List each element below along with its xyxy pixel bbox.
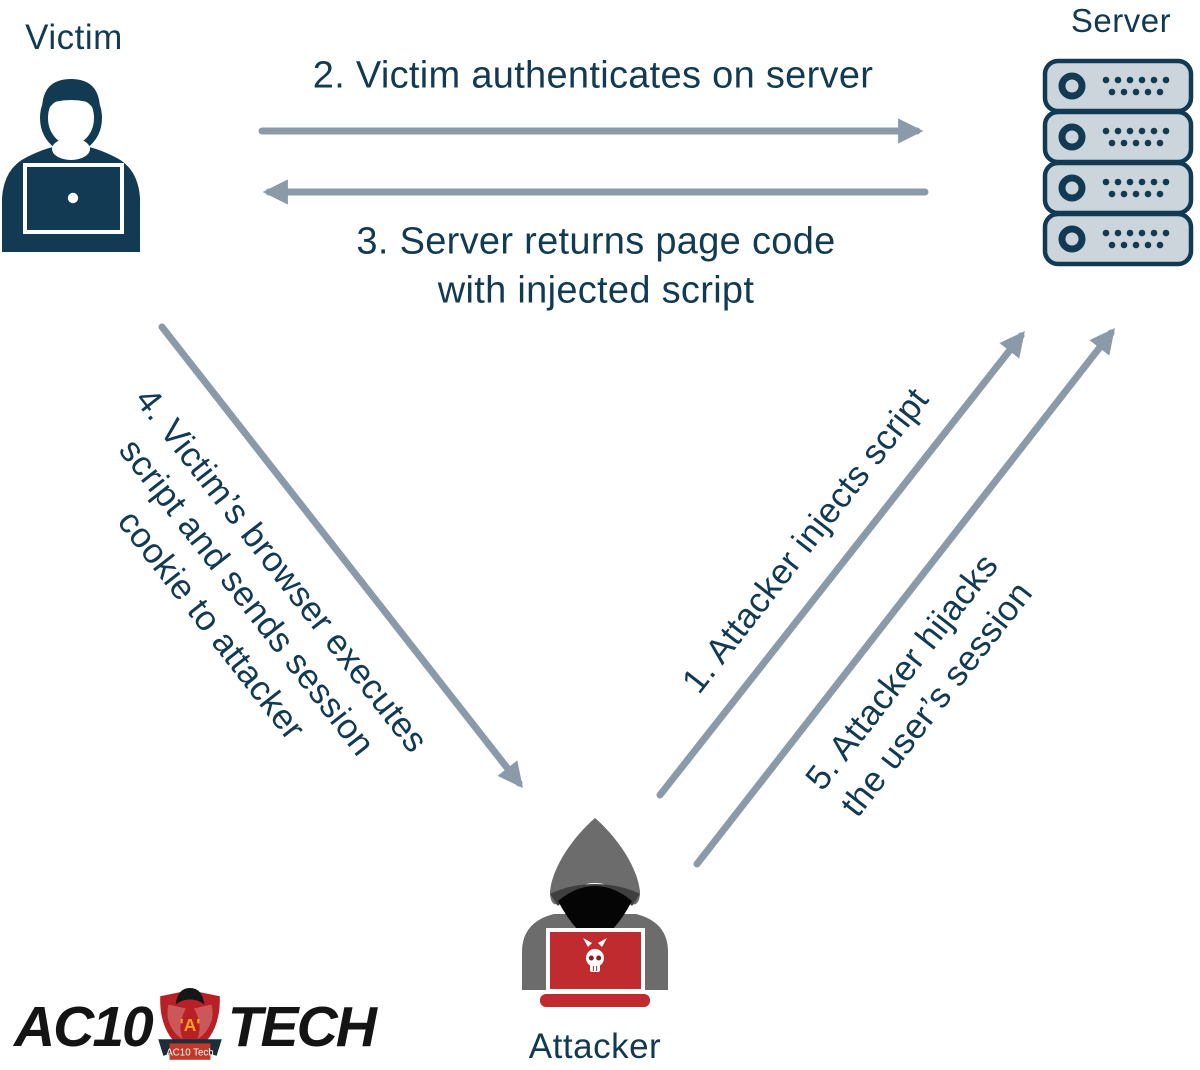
- devil-skull-icon: [583, 938, 607, 972]
- server-label: Server: [1070, 2, 1172, 39]
- step3-line2: with injected script: [437, 269, 755, 311]
- arrow-step4-victim-to-attacker: [158, 323, 523, 788]
- step3-label: 3. Server returns page code with injecte…: [356, 217, 835, 314]
- step2-label: 2. Victim authenticates on server: [312, 54, 874, 97]
- logo-shield-letter: 'A': [179, 1015, 200, 1035]
- step3-line1: 3. Server returns page code: [356, 220, 836, 263]
- victim-label: Victim: [25, 18, 123, 57]
- arrow-step5-attacker-to-server: [693, 328, 1115, 868]
- victim-user-laptop-icon: [2, 79, 140, 252]
- logo-shield-icon: 'A' AC10 Tech: [157, 988, 222, 1060]
- hooded-hacker-icon: [522, 818, 668, 1007]
- ac10-tech-logo: AC10 'A' AC10 Tech TECH: [14, 986, 377, 1068]
- arrow-step1-attacker-to-server: [656, 331, 1025, 799]
- logo-banner-text: AC10 Tech: [166, 1048, 213, 1059]
- server-rack-icon: [1042, 58, 1194, 267]
- attacker-label: Attacker: [528, 1027, 662, 1066]
- logo-left-text: AC10: [14, 994, 154, 1059]
- logo-right-text: TECH: [227, 994, 377, 1059]
